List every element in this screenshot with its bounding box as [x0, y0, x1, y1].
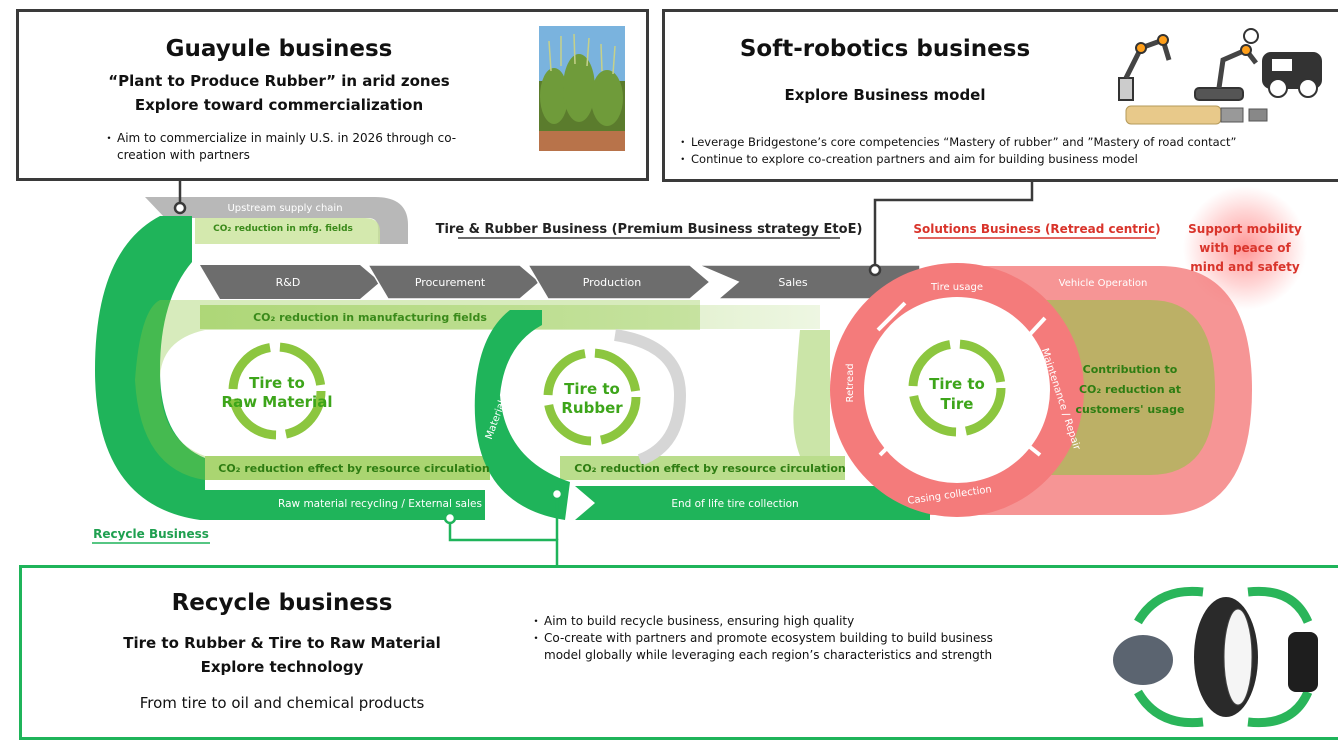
solutions-business-title: Solutions Business (Retread centric)	[913, 222, 1160, 236]
guayule-bullet: Aim to commercialize in mainly U.S. in 2…	[103, 130, 525, 147]
chain-production: Production	[583, 276, 642, 289]
support-glow	[1183, 186, 1307, 310]
tire-rubber-label-1: Tire to	[564, 380, 620, 398]
recycle-subtitle-1: Tire to Rubber & Tire to Raw Material	[123, 634, 441, 652]
contribution-label-2: CO₂ reduction at	[1079, 383, 1181, 396]
tire-raw-label-2: Raw Material	[222, 393, 333, 411]
tire-to-rubber-cycle-icon	[543, 348, 641, 446]
guayule-photo	[539, 26, 625, 151]
upstream-co2-label: CO₂ reduction in mfg. fields	[213, 224, 353, 234]
tire-tire-label-2: Tire	[941, 395, 974, 413]
rubber-gray-arc	[614, 329, 687, 466]
tire-to-tire-cycle-icon	[908, 339, 1006, 437]
chain-sales: Sales	[778, 276, 808, 289]
connector-lines	[178, 180, 1034, 266]
tire-raw-label-1: Tire to	[249, 374, 305, 392]
guayule-bullet-cont: creation with partners	[117, 148, 250, 162]
tire-to-raw-cycle-icon	[228, 342, 326, 440]
business-diagram: Upstream supply chain CO₂ reduction in m…	[92, 180, 1307, 566]
right-circulation-band	[560, 456, 845, 480]
co2-circulation-left-label: CO₂ reduction effect by resource circula…	[218, 462, 489, 475]
vehicle-operation-label: Vehicle Operation	[1059, 278, 1148, 289]
support-text-3: mind and safety	[1190, 260, 1300, 274]
tire-tire-label-1: Tire to	[929, 375, 985, 393]
guayule-box: Guayule business “Plant to Produce Rubbe…	[16, 9, 649, 181]
upstream-label: Upstream supply chain	[227, 203, 342, 214]
value-chain	[200, 264, 921, 300]
recycle-bullet-2-cont: model globally while leveraging each reg…	[544, 648, 993, 662]
left-circulation-band	[205, 456, 490, 480]
retread-label: Retread	[845, 363, 856, 402]
co2-circulation-right-label: CO₂ reduction effect by resource circula…	[574, 462, 845, 475]
softrobotics-subtitle: Explore Business model	[784, 86, 986, 104]
support-text-1: Support mobility	[1188, 222, 1302, 236]
guayule-subtitle-2: Explore toward commercialization	[134, 96, 424, 114]
recycle-bullet-2: Co-create with partners and promote ecos…	[530, 630, 1092, 647]
recycle-bullets: Aim to build recycle business, ensuring …	[530, 613, 1092, 664]
end-of-life-label: End of life tire collection	[671, 498, 798, 510]
recycle-box: Recycle business Tire to Rubber & Tire t…	[19, 565, 1338, 740]
co2-manufacturing-label: CO₂ reduction in manufacturing fields	[253, 311, 487, 324]
guayule-bullets: Aim to commercialize in mainly U.S. in 2…	[103, 130, 525, 164]
recycle-business-label: Recycle Business	[93, 527, 209, 541]
outer-green-loop	[95, 216, 485, 520]
raw-material-recycling-label: Raw material recycling / External sales	[278, 498, 482, 510]
softrobotics-bullet-1: Leverage Bridgestone’s core competencies…	[677, 134, 1319, 151]
softrobotics-title: Soft-robotics business	[739, 36, 1031, 62]
chain-procurement: Procurement	[415, 276, 486, 289]
support-text-2: with peace of	[1199, 241, 1291, 255]
upstream-co2-band	[195, 218, 380, 244]
contribution-label-1: Contribution to	[1083, 363, 1178, 376]
soft-gripper	[1125, 105, 1268, 125]
tire-rubber-business-title: Tire & Rubber Business (Premium Business…	[436, 222, 863, 237]
softrobotics-bullet-2: Continue to explore co-creation partners…	[677, 151, 1319, 168]
recycle-subtitle-2: Explore technology	[200, 658, 364, 676]
recycle-bullet-1: Aim to build recycle business, ensuring …	[530, 613, 1092, 630]
material-recycling-curve	[474, 310, 570, 520]
contribution-region	[1040, 300, 1215, 475]
recycle-subtitle-3: From tire to oil and chemical products	[139, 694, 425, 712]
chain-rnd: R&D	[276, 276, 301, 289]
tire-usage-label: Tire usage	[930, 282, 983, 293]
softrobotics-bullets: Leverage Bridgestone’s core competencies…	[677, 134, 1319, 168]
tire-recycling-illustration	[1113, 586, 1318, 728]
softrobotics-box: Soft-robotics business Explore Business …	[662, 9, 1338, 182]
end-of-life-band	[575, 486, 930, 520]
contribution-label-3: customers' usage	[1076, 403, 1185, 416]
guayule-subtitle-1: “Plant to Produce Rubber” in arid zones	[108, 72, 450, 90]
guayule-title: Guayule business	[165, 36, 393, 62]
recycle-title: Recycle business	[171, 590, 393, 616]
tire-rubber-label-2: Rubber	[561, 399, 623, 417]
right-lime-region	[793, 330, 830, 456]
upstream-band	[145, 197, 408, 244]
robot-illustration	[1118, 28, 1322, 125]
